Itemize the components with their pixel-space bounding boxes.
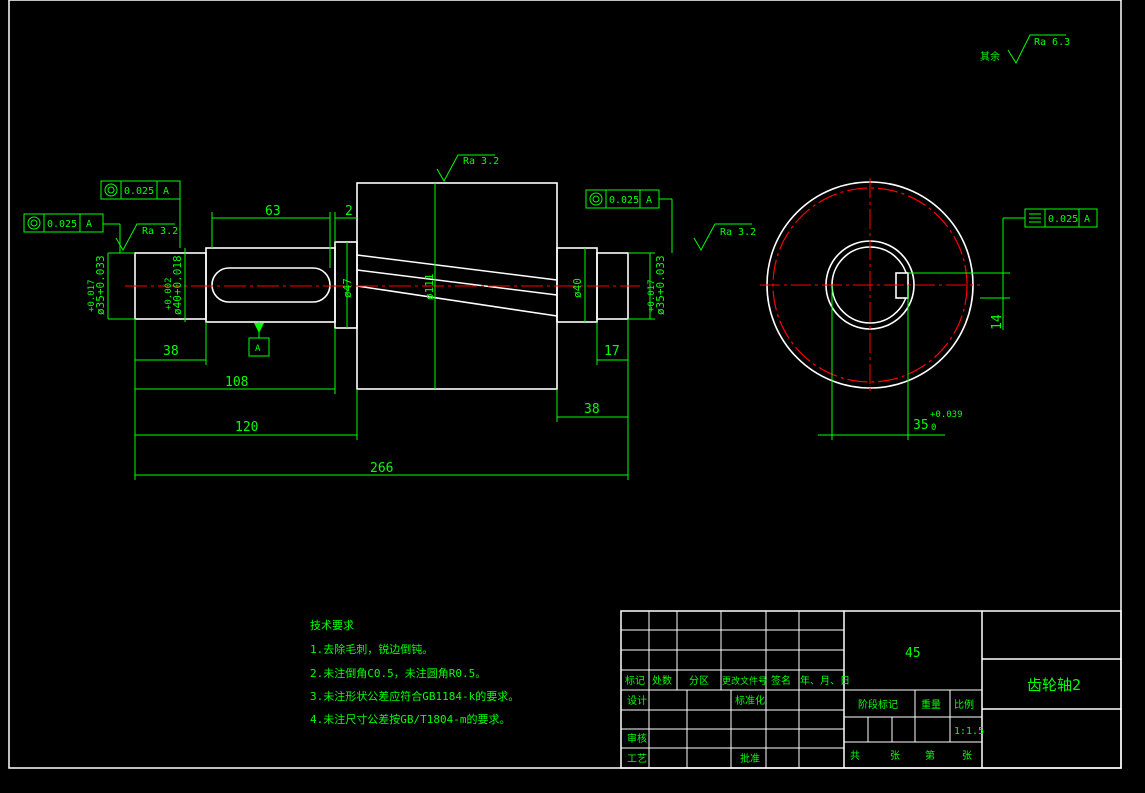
title-block-texts: 标记 处数 分区 更改文件号 签名 年、月、日 设计 标准化 审核 工艺 批准 … xyxy=(625,646,1081,765)
tb-material: 45 xyxy=(905,646,921,661)
ra-symbol-top xyxy=(436,154,495,183)
datum-box xyxy=(248,337,270,357)
tb-stage-mark: 阶段标记 xyxy=(858,698,898,711)
tb-check: 审核 xyxy=(627,732,647,745)
ra-left-text: Ra 3.2 xyxy=(142,226,178,237)
dim-bore-lower: 0 xyxy=(931,423,936,433)
tb-header-cell: 分区 xyxy=(689,675,709,687)
tol-left-top-value: 0.025 xyxy=(124,186,154,197)
tol-frame-left-top xyxy=(100,180,181,200)
dim-dia35-right-lower: +0.017 xyxy=(647,279,657,312)
tb-header-cell: 年、月、日 xyxy=(800,674,850,687)
tb-sheet-unit: 张 xyxy=(890,750,900,762)
tb-design: 设计 xyxy=(627,694,647,707)
tb-approve: 批准 xyxy=(740,752,760,765)
dim-bore: 35 xyxy=(913,418,929,433)
dim-bore-upper: +0.039 xyxy=(930,410,963,420)
title-block xyxy=(620,610,1122,769)
shaft-keyway-section xyxy=(205,247,336,323)
other-label: 其余 xyxy=(980,50,1000,63)
tech-requirements: 技术要求 1.去除毛刺，锐边倒钝。 2.未注倒角C0.5，未注圆角R0.5。 3… xyxy=(310,619,519,726)
dim-120: 120 xyxy=(235,420,258,435)
helix-line xyxy=(356,285,558,317)
surface-texts: Ra 3.2 Ra 3.2 Ra 3.2 Ra 6.3 其余 A xyxy=(142,37,1070,354)
tech-req-item: 4.未注尺寸公差按GB/T1804-m的要求。 xyxy=(310,712,510,726)
ra-symbol-left xyxy=(115,223,175,252)
tol-left-low-value: 0.025 xyxy=(47,219,77,230)
tb-header-cell: 标记 xyxy=(625,675,645,687)
tech-req-title: 技术要求 xyxy=(310,619,354,632)
drawing-frame xyxy=(8,0,1122,769)
keyway-slot xyxy=(211,267,331,303)
tb-header-cell: 处数 xyxy=(652,674,672,687)
datum-triangle xyxy=(254,323,264,333)
dim-dia35-left: ø35+0.033 xyxy=(94,255,107,315)
tb-header-cell: 签名 xyxy=(771,674,791,687)
dim-dia35-left-lower: +0.017 xyxy=(87,279,97,312)
tb-process: 工艺 xyxy=(627,753,647,765)
tol-section-value: 0.025 xyxy=(1048,214,1078,225)
tech-req-item: 3.未注形状公差应符合GB1184-k的要求。 xyxy=(310,689,519,703)
helix-line xyxy=(356,269,558,296)
helix-line xyxy=(356,254,558,281)
dim-dia40-left-lower: +0.002 xyxy=(164,277,174,310)
ra-top-text: Ra 3.2 xyxy=(463,156,499,167)
tb-header-cell: 更改文件号 xyxy=(722,675,767,687)
dim-dia40-right: ø40 xyxy=(571,278,584,298)
ra-symbol-other xyxy=(1007,34,1066,65)
tb-scale: 比例 xyxy=(954,698,974,711)
tol-left-top-datum: A xyxy=(163,186,169,197)
dim-63: 63 xyxy=(265,204,281,219)
tb-sheet-unit2: 张 xyxy=(962,750,972,762)
tech-req-item: 1.去除毛刺，锐边倒钝。 xyxy=(310,642,433,656)
dim-38-right: 38 xyxy=(584,402,600,417)
tb-part-name: 齿轮轴2 xyxy=(1027,676,1081,694)
tol-section-datum: A xyxy=(1084,214,1090,225)
tol-frame-left-low xyxy=(23,213,104,233)
tol-left-low-datum: A xyxy=(86,219,92,230)
dimension-lines xyxy=(103,183,1025,480)
tol-frame-right xyxy=(585,189,660,209)
tb-total: 共 xyxy=(850,750,860,762)
tech-req-item: 2.未注倒角C0.5，未注圆角R0.5。 xyxy=(310,666,486,680)
ra-symbol-right xyxy=(693,223,752,252)
dimension-texts: 63 2 38 108 120 266 17 38 35 +0.039 0 14… xyxy=(87,204,1005,476)
tb-sheet-no: 第 xyxy=(925,749,935,762)
ra-right-text: Ra 3.2 xyxy=(720,227,756,238)
dim-266: 266 xyxy=(370,461,393,476)
dim-2: 2 xyxy=(345,204,353,219)
tb-scale-value: 1:1.5 xyxy=(954,726,984,737)
roughness-symbols xyxy=(115,34,1066,252)
dim-dia47: ø47 xyxy=(341,278,354,298)
shaft-section-view xyxy=(760,178,980,392)
dim-38-left: 38 xyxy=(163,344,179,359)
datum-label: A xyxy=(255,344,261,354)
dim-108: 108 xyxy=(225,375,248,390)
dim-dia111: ø111 xyxy=(423,274,436,301)
dim-dia40-left: ø40+0.018 xyxy=(171,255,184,315)
tol-right-value: 0.025 xyxy=(609,195,639,206)
dim-17: 17 xyxy=(604,344,620,359)
tb-weight: 重量 xyxy=(921,698,941,711)
dim-dia35-right: ø35+0.033 xyxy=(654,255,667,315)
tol-frame-section xyxy=(1024,208,1098,228)
tolerance-texts: 0.025 A 0.025 A 0.025 A 0.025 A xyxy=(47,186,1090,230)
tb-standard: 标准化 xyxy=(735,694,765,707)
dim-14: 14 xyxy=(990,314,1005,330)
tolerance-frames xyxy=(23,180,1098,233)
ra-other-text: Ra 6.3 xyxy=(1034,37,1070,48)
tol-right-datum: A xyxy=(646,195,652,206)
